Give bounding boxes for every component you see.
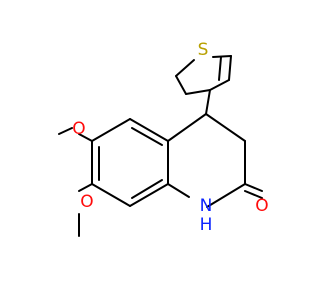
bond (78, 183, 93, 192)
thiophene-ring (175, 55, 232, 115)
bond (185, 89, 211, 95)
bond (167, 113, 207, 142)
methoxy-oxygen-label: O (72, 119, 85, 139)
bond (131, 179, 163, 199)
bond (218, 56, 222, 81)
bond (58, 127, 73, 135)
bond (175, 59, 195, 77)
bond (91, 118, 131, 142)
bond (167, 183, 190, 198)
bond (129, 118, 169, 142)
bond (228, 55, 232, 81)
sulfur-atom-label: S (198, 40, 209, 60)
bond (78, 133, 93, 142)
nitrogen-atom-label: N (200, 196, 213, 216)
bond (91, 183, 131, 207)
bond (129, 183, 169, 207)
carbonyl-oxygen-label: O (255, 196, 268, 216)
bond (244, 183, 263, 192)
bond (205, 113, 246, 142)
bond (205, 89, 211, 115)
bond (244, 190, 263, 199)
bond (209, 79, 230, 91)
nitrogen-hydrogen-label: H (200, 215, 213, 235)
bond (131, 127, 163, 146)
bond (175, 75, 187, 95)
bond (212, 55, 232, 58)
molecule-structure: S O O O N H (58, 40, 269, 237)
molecule-diagram: S O O O N H (58, 40, 269, 237)
methoxy-groups (58, 127, 93, 237)
quinolinone-core (91, 113, 263, 208)
methoxy-oxygen-label: O (80, 192, 93, 212)
bond (206, 183, 246, 208)
